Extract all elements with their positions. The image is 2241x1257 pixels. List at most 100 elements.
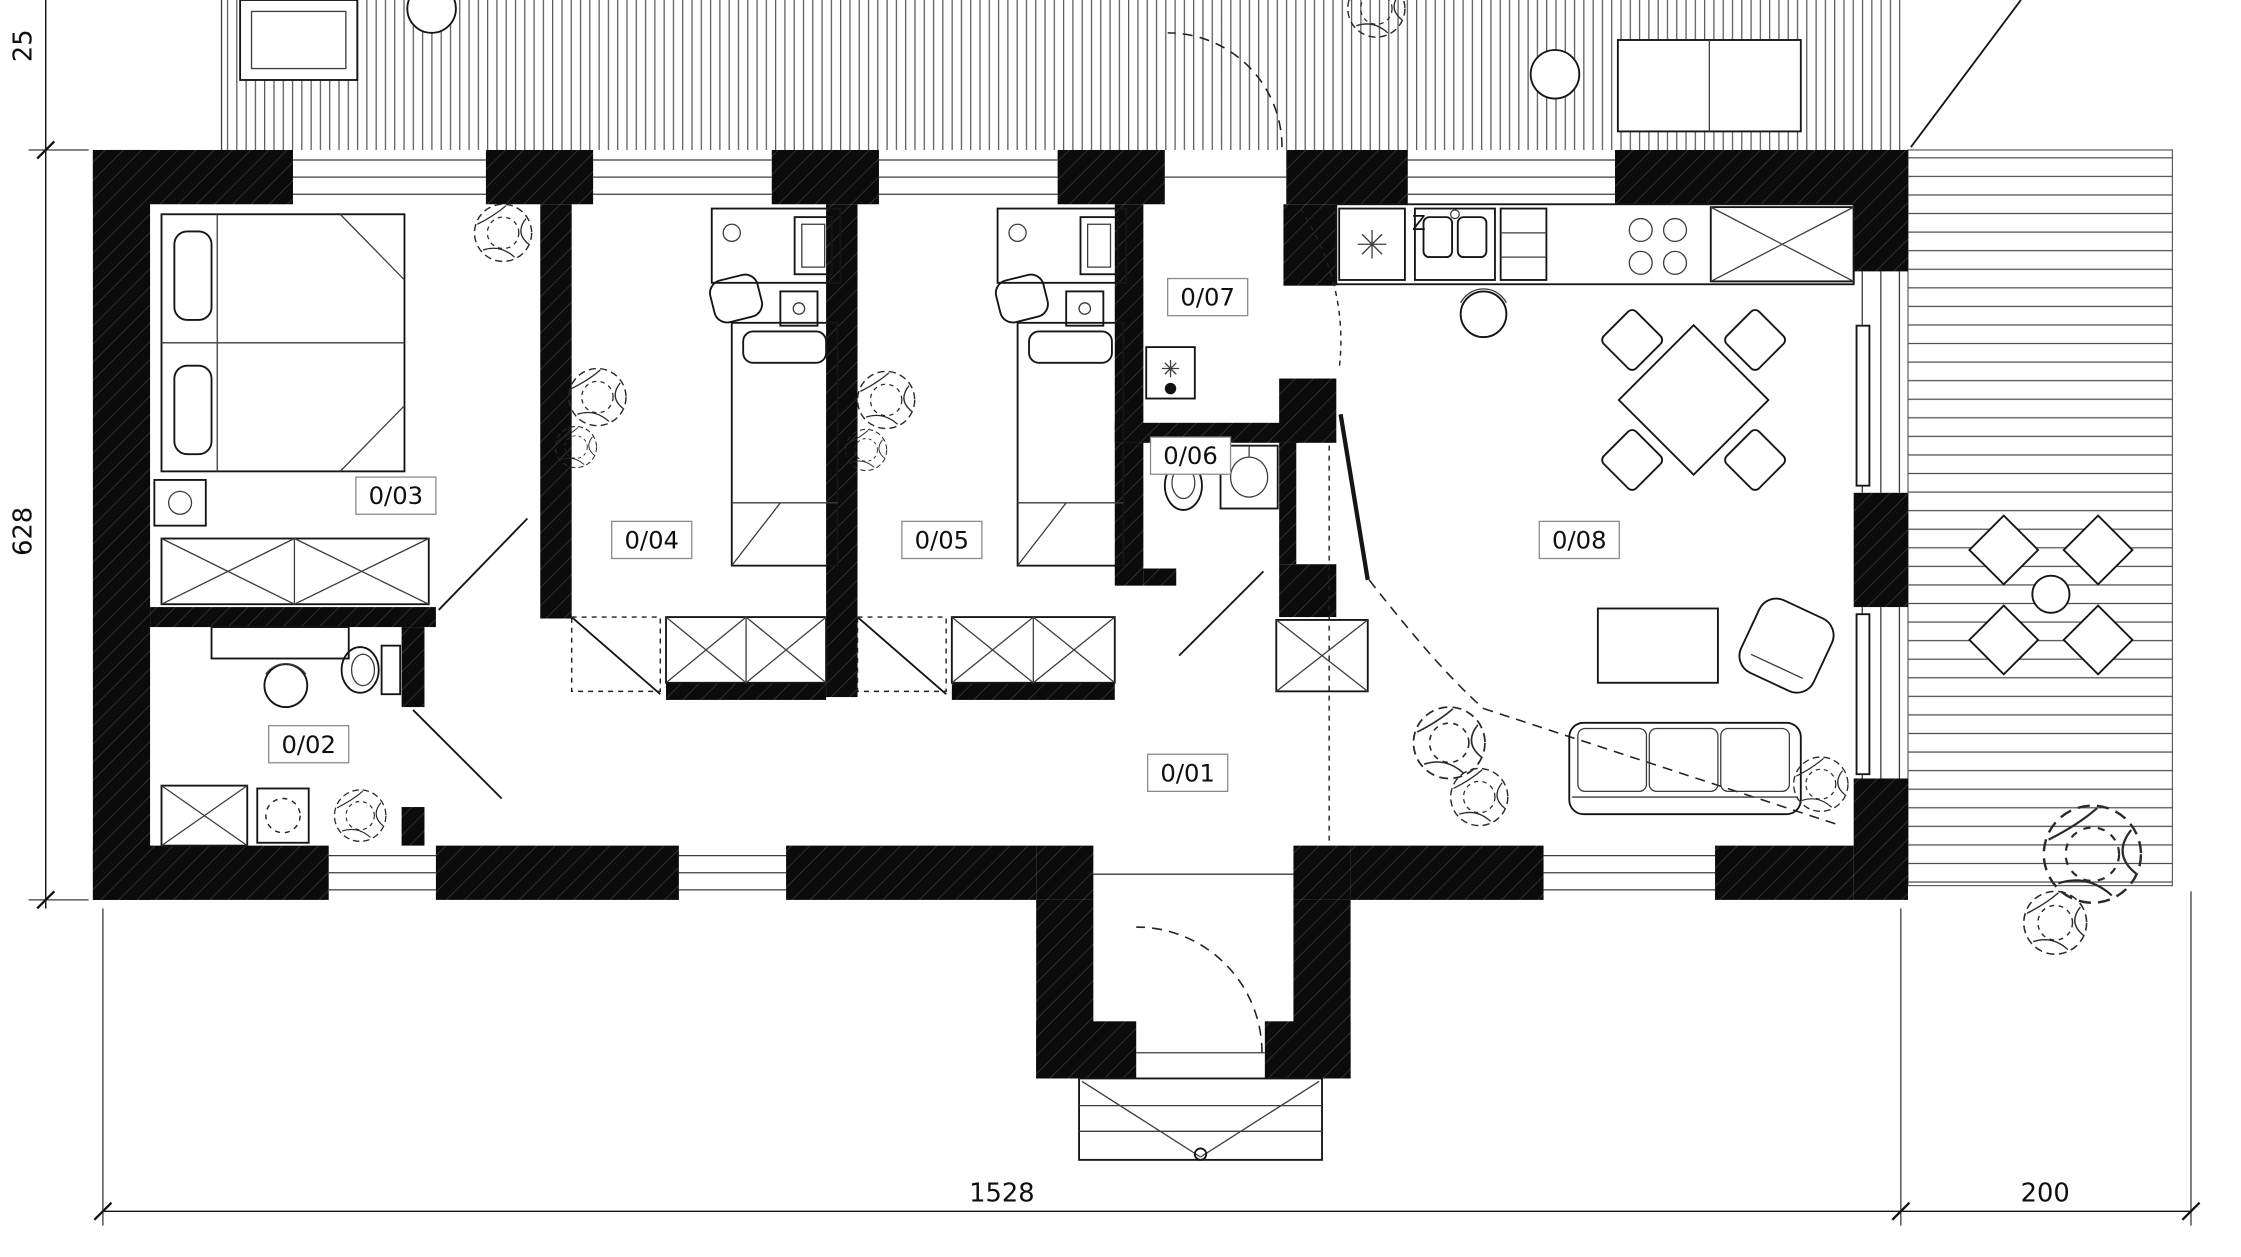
windows bbox=[292, 159, 1901, 891]
dim-value-bottom-main: 1528 bbox=[969, 1178, 1034, 1208]
double-bed bbox=[160, 213, 406, 473]
deck-furniture bbox=[239, 0, 1802, 133]
door-leaf-room02 bbox=[412, 709, 503, 800]
door-leaf-room04 bbox=[571, 616, 661, 695]
room-label-0-08: 0/08 bbox=[1538, 520, 1620, 560]
wall-segment bbox=[1715, 845, 1854, 900]
partition-wall bbox=[1143, 568, 1177, 586]
window bbox=[678, 854, 787, 891]
roof-edge-line bbox=[1910, 0, 2022, 148]
room-label-0-04: 0/04 bbox=[611, 520, 693, 560]
wall-pier bbox=[1279, 378, 1337, 443]
dining-table bbox=[1617, 323, 1770, 477]
partition-wall bbox=[666, 682, 827, 700]
window bbox=[878, 159, 1058, 195]
wall-segment bbox=[435, 845, 679, 900]
coffee-table bbox=[1596, 607, 1719, 684]
window bbox=[1407, 159, 1616, 195]
nightstand bbox=[153, 479, 207, 527]
wall-pier bbox=[1283, 204, 1337, 286]
single-bed bbox=[1016, 321, 1125, 567]
snowflake-icon bbox=[1357, 229, 1387, 259]
plant bbox=[1792, 756, 1849, 813]
doors bbox=[412, 32, 1842, 1054]
room-label-text: 0/07 bbox=[1180, 283, 1235, 312]
room-label-0-05: 0/05 bbox=[901, 520, 983, 560]
dim-value-bottom-terrace: 200 bbox=[2021, 1178, 2070, 1208]
dining-chair bbox=[1724, 309, 1786, 371]
wall-segment bbox=[771, 149, 879, 205]
kitchen-sink bbox=[1413, 207, 1496, 281]
wall-segment bbox=[1286, 149, 1408, 205]
terrace-plant bbox=[2022, 890, 2088, 955]
boiler-dot bbox=[1164, 382, 1177, 395]
door-leaf-room03 bbox=[438, 517, 529, 611]
cabinets bbox=[160, 537, 1369, 847]
wall-segment bbox=[1057, 149, 1165, 205]
dim-tick bbox=[93, 1201, 113, 1221]
window bbox=[328, 854, 436, 891]
plant bbox=[568, 367, 627, 427]
room-label-text: 0/06 bbox=[1163, 441, 1218, 470]
window bbox=[292, 159, 486, 195]
fridge bbox=[1338, 207, 1406, 281]
toilet bbox=[340, 644, 402, 696]
vanity-counter bbox=[210, 626, 350, 660]
kitchen-stool bbox=[1459, 288, 1508, 339]
wall-segment bbox=[1853, 492, 1908, 608]
partition-wall bbox=[1114, 442, 1144, 586]
bathroom02-fixtures bbox=[210, 626, 402, 844]
dimension-lines: 628 25 1528 200 bbox=[8, 0, 2201, 1226]
dishwasher bbox=[1499, 207, 1548, 281]
deck-bench bbox=[239, 0, 359, 81]
partition-wall bbox=[150, 607, 436, 628]
terrace-table bbox=[2031, 574, 2071, 614]
plant bbox=[333, 789, 387, 842]
washbasin bbox=[1219, 444, 1279, 510]
door-swing-room04 bbox=[570, 616, 662, 693]
room-label-text: 0/08 bbox=[1552, 526, 1607, 555]
hall-cabinet bbox=[1275, 619, 1369, 693]
desk-chair bbox=[994, 273, 1049, 324]
window bbox=[593, 159, 772, 195]
room-label-text: 0/01 bbox=[1160, 758, 1215, 787]
wall-segment bbox=[1853, 149, 1908, 272]
washing-machine bbox=[256, 787, 310, 844]
star-asterisk-icon bbox=[1161, 359, 1180, 378]
door-leaf-room05 bbox=[856, 616, 947, 695]
wall-segment bbox=[786, 845, 1037, 900]
wall-segment bbox=[485, 149, 594, 205]
partition-wall bbox=[1279, 442, 1297, 565]
partition-wall bbox=[826, 204, 858, 698]
room-label-0-06: 0/06 bbox=[1149, 436, 1232, 475]
bedroom-furniture bbox=[153, 203, 533, 527]
desk bbox=[996, 207, 1128, 284]
terrace-chair bbox=[1968, 514, 2040, 586]
glass-door bbox=[1855, 607, 1901, 779]
deck-dining-table bbox=[1616, 39, 1802, 133]
dining-chair bbox=[1601, 309, 1664, 371]
door-leaf-room06 bbox=[1178, 570, 1265, 657]
kitchen-cabinet bbox=[1709, 206, 1855, 283]
door-swing-kitchen bbox=[1483, 707, 1842, 827]
glass-door bbox=[1855, 271, 1901, 493]
sofa bbox=[1568, 721, 1802, 816]
terrace-chair bbox=[2062, 604, 2134, 676]
armchair bbox=[1738, 597, 1835, 694]
room04-furniture bbox=[554, 207, 842, 567]
desk bbox=[710, 207, 842, 284]
interior-walls bbox=[150, 204, 1337, 846]
printer bbox=[1065, 290, 1105, 327]
boiler bbox=[1145, 346, 1196, 400]
terrace-chair bbox=[2062, 514, 2134, 586]
dim-tick bbox=[2181, 1201, 2201, 1221]
room-label-text: 0/05 bbox=[915, 526, 970, 555]
door-swing-hall bbox=[1299, 208, 1342, 369]
dim-tick bbox=[36, 140, 56, 160]
door-leaf-kitchen bbox=[1338, 413, 1370, 581]
dim-tick bbox=[1891, 1201, 1911, 1221]
wall-segment bbox=[1293, 845, 1351, 900]
door-swing-kitchen bbox=[1368, 579, 1485, 710]
